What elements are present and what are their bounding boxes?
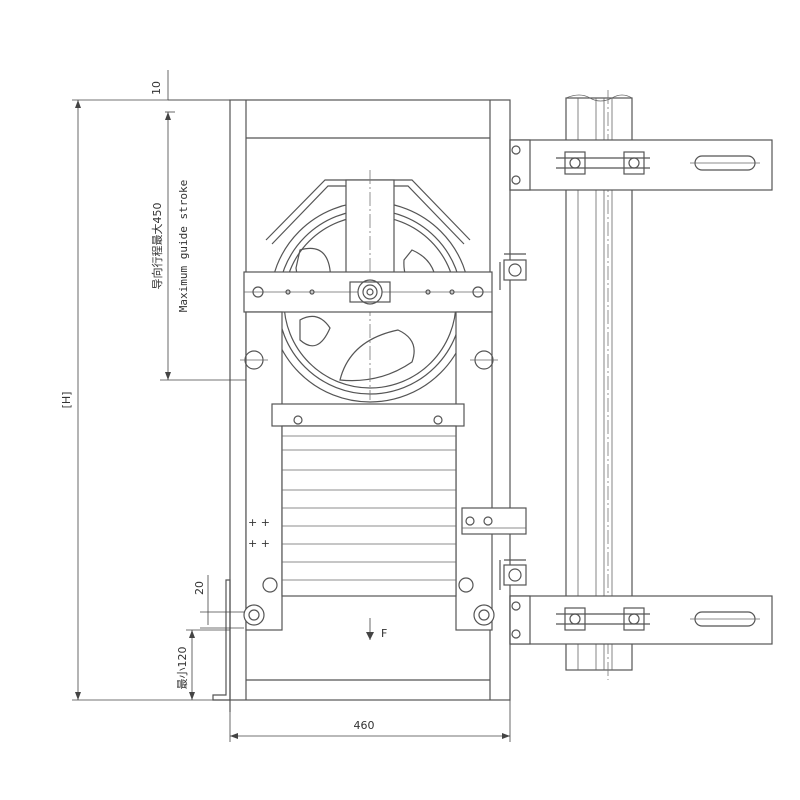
base-foot bbox=[212, 579, 231, 701]
dim-min-120: 最小120 bbox=[176, 647, 189, 690]
force-indicator bbox=[366, 618, 374, 640]
svg-text:+ +: + + bbox=[248, 537, 270, 550]
dim-gap-20: 20 bbox=[193, 581, 206, 595]
svg-text:+ +: + + bbox=[248, 516, 270, 529]
dim-stroke-cn: 导向行程最大450 bbox=[150, 203, 164, 290]
side-guides: + + + + bbox=[240, 311, 498, 631]
dim-stroke-en: Maximum guide stroke bbox=[177, 180, 190, 312]
lower-rail-bracket bbox=[509, 595, 773, 645]
dim-width: 460 bbox=[354, 719, 375, 732]
force-label: F bbox=[381, 627, 387, 640]
dim-top-gap: 10 bbox=[150, 81, 163, 95]
dimension-lines bbox=[72, 70, 511, 742]
counterweight-stack bbox=[271, 403, 527, 597]
dim-height: [H] bbox=[60, 392, 73, 409]
guide-rollers bbox=[499, 253, 527, 590]
pulley-assembly bbox=[243, 170, 493, 403]
upper-rail-bracket bbox=[509, 139, 773, 191]
